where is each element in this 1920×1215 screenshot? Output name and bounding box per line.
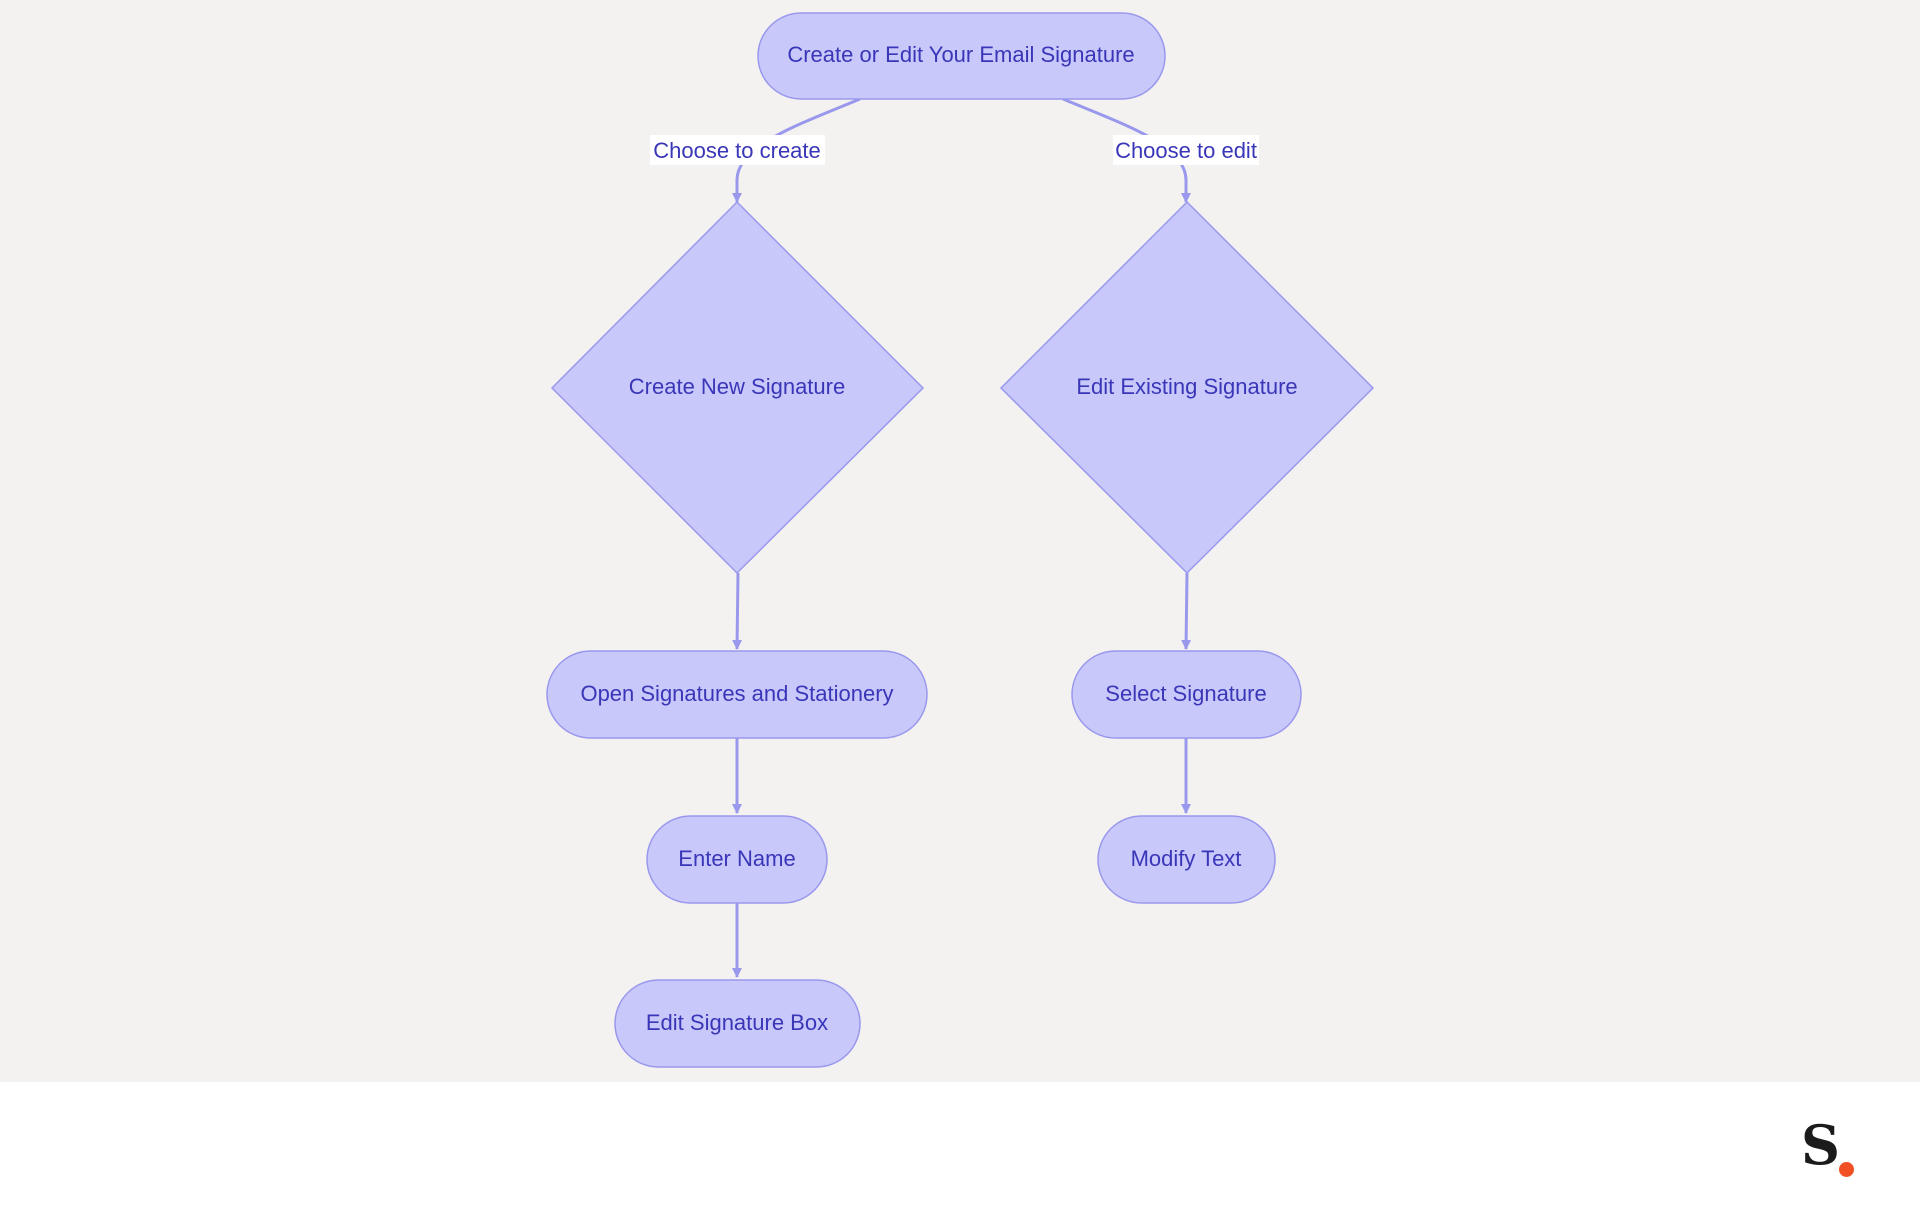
node-enter-name[interactable]: Enter Name bbox=[646, 815, 828, 904]
node-label: Create or Edit Your Email Signature bbox=[787, 42, 1134, 67]
node-label: Enter Name bbox=[678, 846, 795, 871]
node-edit-existing-signature[interactable]: Edit Existing Signature bbox=[999, 200, 1375, 575]
node-modify-text[interactable]: Modify Text bbox=[1097, 815, 1276, 904]
node-create-new-signature[interactable]: Create New Signature bbox=[550, 200, 925, 575]
diagram-canvas: Choose to create Choose to edit Create o… bbox=[0, 0, 1920, 1082]
node-select-signature[interactable]: Select Signature bbox=[1071, 650, 1302, 739]
logo-dot bbox=[1839, 1162, 1854, 1177]
logo-letter: S bbox=[1801, 1113, 1840, 1177]
node-label: Create New Signature bbox=[629, 374, 845, 399]
node-label: Edit Signature Box bbox=[646, 1010, 828, 1035]
flowchart: Choose to create Choose to edit Create o… bbox=[546, 12, 1375, 1068]
node-label: Modify Text bbox=[1131, 846, 1242, 871]
brand-logo: S bbox=[1801, 1118, 1861, 1178]
edge-label-choose-edit: Choose to edit bbox=[1113, 135, 1259, 165]
node-label: Open Signatures and Stationery bbox=[580, 681, 893, 706]
edge-label-text: Choose to create bbox=[653, 138, 821, 163]
node-edit-signature-box[interactable]: Edit Signature Box bbox=[614, 979, 861, 1068]
node-open-signatures-and-stationery[interactable]: Open Signatures and Stationery bbox=[546, 650, 928, 739]
edge-edit-to-select bbox=[1181, 572, 1192, 650]
edge-label-text: Choose to edit bbox=[1115, 138, 1257, 163]
node-label: Edit Existing Signature bbox=[1076, 374, 1297, 399]
node-root[interactable]: Create or Edit Your Email Signature bbox=[757, 12, 1166, 100]
edge-label-choose-create: Choose to create bbox=[650, 135, 825, 165]
edge-create-to-open bbox=[732, 572, 743, 650]
node-label: Select Signature bbox=[1105, 681, 1266, 706]
